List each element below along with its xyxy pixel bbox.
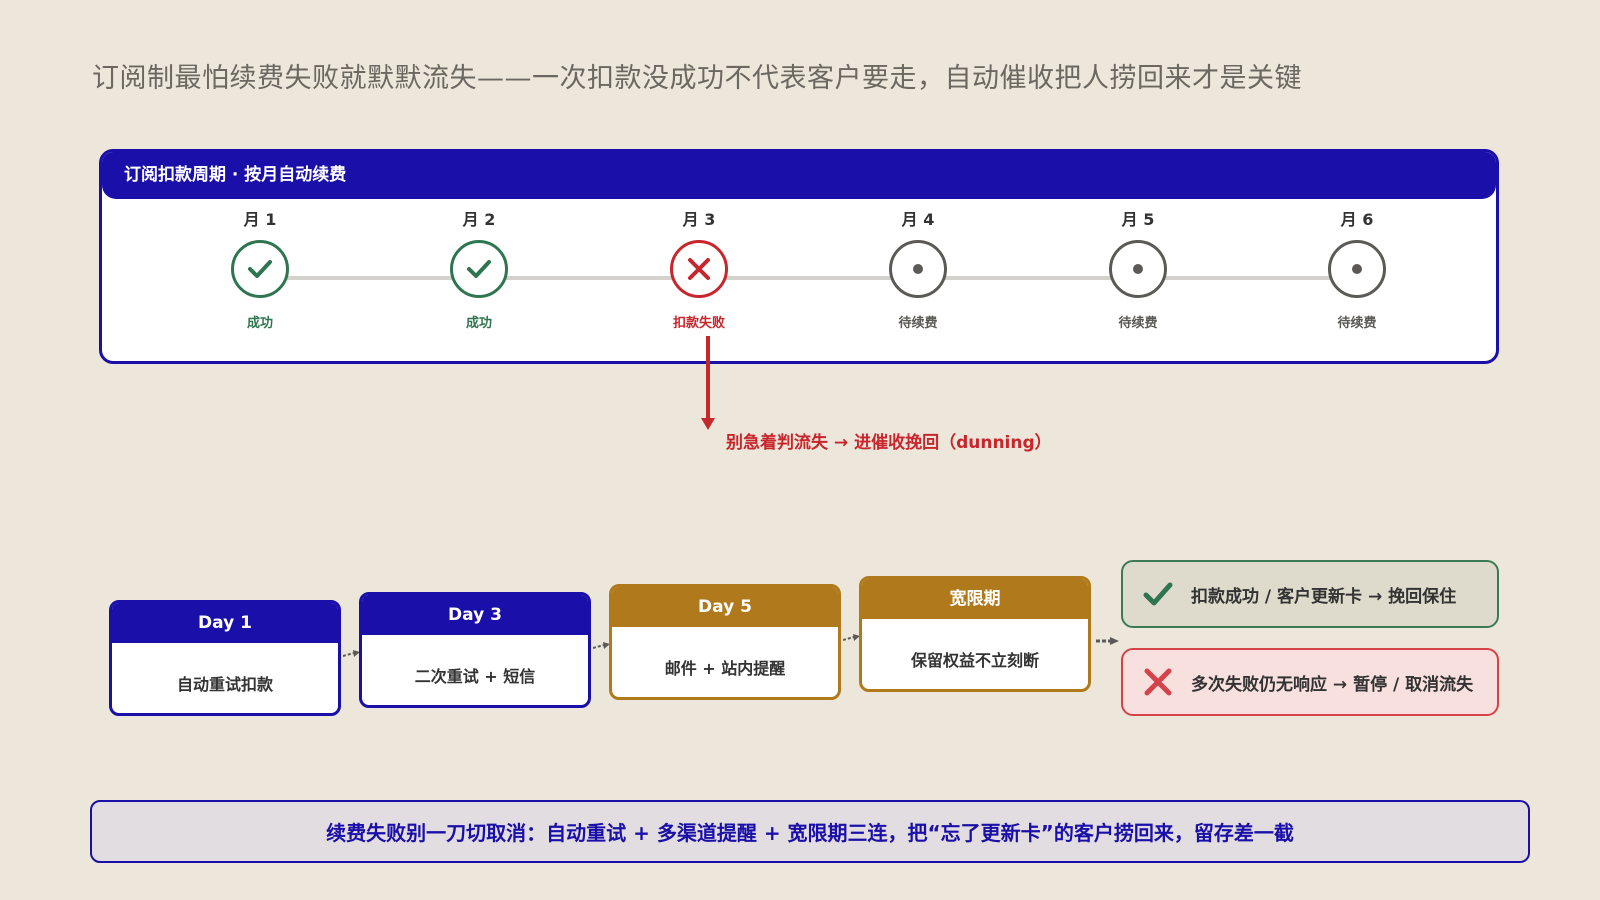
outcome-success: 扣款成功 / 客户更新卡 → 挽回保住 <box>1121 560 1499 628</box>
billing-cycle-panel: 订阅扣款周期 · 按月自动续费 月 1 成功 月 2 成功 月 3 扣款失败 月… <box>99 149 1499 364</box>
page-title: 订阅制最怕续费失败就默默流失——一次扣款没成功不代表客户要走，自动催收把人捞回来… <box>92 63 1302 94</box>
step-title: Day 3 <box>362 595 588 635</box>
step-title: Day 1 <box>112 603 338 643</box>
outcome-text: 多次失败仍无响应 → 暂停 / 取消流失 <box>1191 674 1474 695</box>
month-status: 待续费 <box>1337 316 1377 331</box>
step-body: 自动重试扣款 <box>176 675 273 694</box>
pending-node <box>889 240 947 298</box>
step-grace-period: 宽限期 保留权益不立刻断 <box>859 576 1091 692</box>
down-arrow-icon <box>701 418 715 430</box>
step-day-5: Day 5 邮件 + 站内提醒 <box>609 584 841 700</box>
month-6: 月 6 待续费 <box>1297 206 1417 331</box>
month-label: 月 3 <box>682 210 716 229</box>
step-body: 二次重试 + 短信 <box>414 667 536 686</box>
month-status: 待续费 <box>898 316 938 331</box>
step-day-1: Day 1 自动重试扣款 <box>109 600 341 716</box>
month-label: 月 6 <box>1340 210 1374 229</box>
cycle-track <box>262 276 1376 280</box>
month-label: 月 4 <box>901 210 935 229</box>
month-label: 月 1 <box>243 210 277 229</box>
month-5: 月 5 待续费 <box>1078 206 1198 331</box>
month-status: 扣款失败 <box>672 316 725 331</box>
arrow-right-icon <box>593 642 610 649</box>
dunning-note: 别急着判流失 → 进催收挽回（dunning） <box>726 433 1052 453</box>
summary-text: 续费失败别一刀切取消：自动重试 + 多渠道提醒 + 宽限期三连，把“忘了更新卡”… <box>326 821 1294 845</box>
check-icon <box>248 260 272 278</box>
step-day-3: Day 3 二次重试 + 短信 <box>359 592 591 708</box>
failed-node <box>670 240 728 298</box>
month-label: 月 2 <box>462 210 496 229</box>
cross-icon <box>1144 668 1172 696</box>
month-status: 待续费 <box>1118 316 1158 331</box>
pending-dot-icon <box>913 264 923 274</box>
failure-connector-line <box>706 336 710 420</box>
cross-icon <box>688 258 710 280</box>
month-status: 成功 <box>465 316 492 331</box>
month-4: 月 4 待续费 <box>858 206 978 331</box>
step-title: 宽限期 <box>862 579 1088 619</box>
step-body: 邮件 + 站内提醒 <box>664 659 786 678</box>
step-body: 保留权益不立刻断 <box>910 651 1039 670</box>
success-node <box>231 240 289 298</box>
outcome-failure: 多次失败仍无响应 → 暂停 / 取消流失 <box>1121 648 1499 716</box>
month-status: 成功 <box>246 316 273 331</box>
pending-node <box>1109 240 1167 298</box>
pending-node <box>1328 240 1386 298</box>
arrow-right-icon <box>343 650 360 657</box>
month-2: 月 2 成功 <box>419 206 539 331</box>
check-icon <box>467 260 491 278</box>
cycle-header: 订阅扣款周期 · 按月自动续费 <box>102 152 1496 199</box>
pending-dot-icon <box>1133 264 1143 274</box>
outcome-text: 扣款成功 / 客户更新卡 → 挽回保住 <box>1191 586 1457 607</box>
success-node <box>450 240 508 298</box>
month-label: 月 5 <box>1121 210 1155 229</box>
arrow-right-icon <box>843 634 860 641</box>
month-1: 月 1 成功 <box>200 206 320 331</box>
arrow-right-icon <box>1096 637 1119 645</box>
pending-dot-icon <box>1352 264 1362 274</box>
step-title: Day 5 <box>612 587 838 627</box>
summary-banner: 续费失败别一刀切取消：自动重试 + 多渠道提醒 + 宽限期三连，把“忘了更新卡”… <box>90 800 1530 863</box>
month-3: 月 3 扣款失败 <box>639 206 759 331</box>
check-icon <box>1143 582 1173 606</box>
